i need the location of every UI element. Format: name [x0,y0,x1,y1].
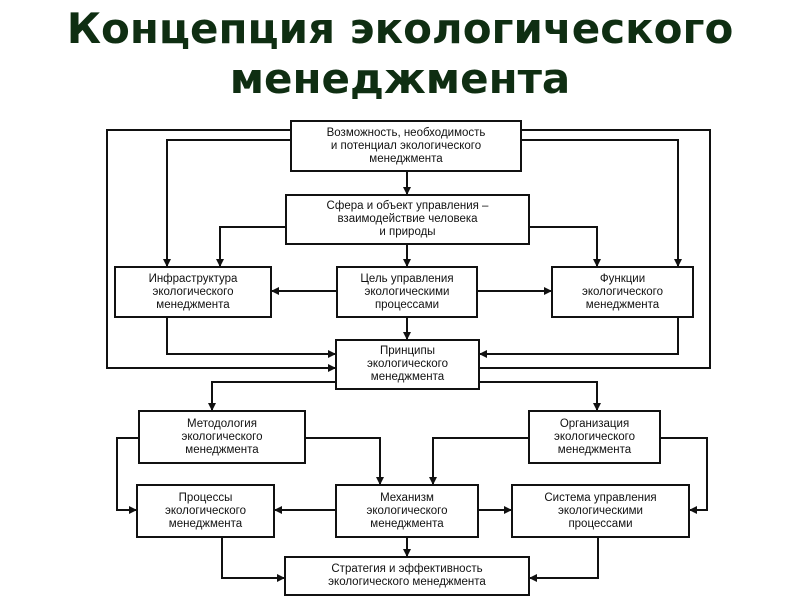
line-principles-methodology [208,381,335,411]
title-line-2: менеджмента [229,54,571,103]
page-title: Концепция экологического менеджмента [0,4,800,104]
line-possibility-infrastructure [163,139,290,267]
line-system-strategy [529,538,599,582]
box-goal: Цель управления экологическими процессам… [336,266,478,318]
line-methodology-mechanism [306,437,384,485]
box-functions: Функции экологического менеджмента [551,266,694,318]
box-possibility: Возможность, необходимость и потенциал э… [290,120,522,172]
line-sphere-functions [530,226,601,267]
box-sphere: Сфера и объект управления – взаимодейств… [285,194,530,245]
box-processes: Процессы экологического менеджмента [136,484,275,538]
box-strategy: Стратегия и эффективность экологического… [284,556,530,596]
line-methodology-processes [116,437,138,514]
line-processes-strategy [221,538,285,582]
frame-right-loop [480,129,711,369]
line-organization-mechanism [429,437,528,485]
line-organization-system [661,437,708,514]
line-infrastructure-principles [166,318,336,358]
box-infrastructure: Инфраструктура экологического менеджмент… [114,266,272,318]
line-functions-principles [479,318,679,358]
line-principles-organization [480,381,601,411]
title-line-1: Концепция экологического [66,4,734,53]
box-principles: Принципы экологического менеджмента [335,339,480,390]
box-mechanism: Механизм экологического менеджмента [335,484,479,538]
line-sphere-infrastructure [216,226,285,267]
box-system: Система управления экологическими процес… [511,484,690,538]
frame-left-loop [106,129,336,372]
box-organization: Организация экологического менеджмента [528,410,661,464]
box-methodology: Методология экологического менеджмента [138,410,306,464]
line-possibility-functions [522,139,682,267]
